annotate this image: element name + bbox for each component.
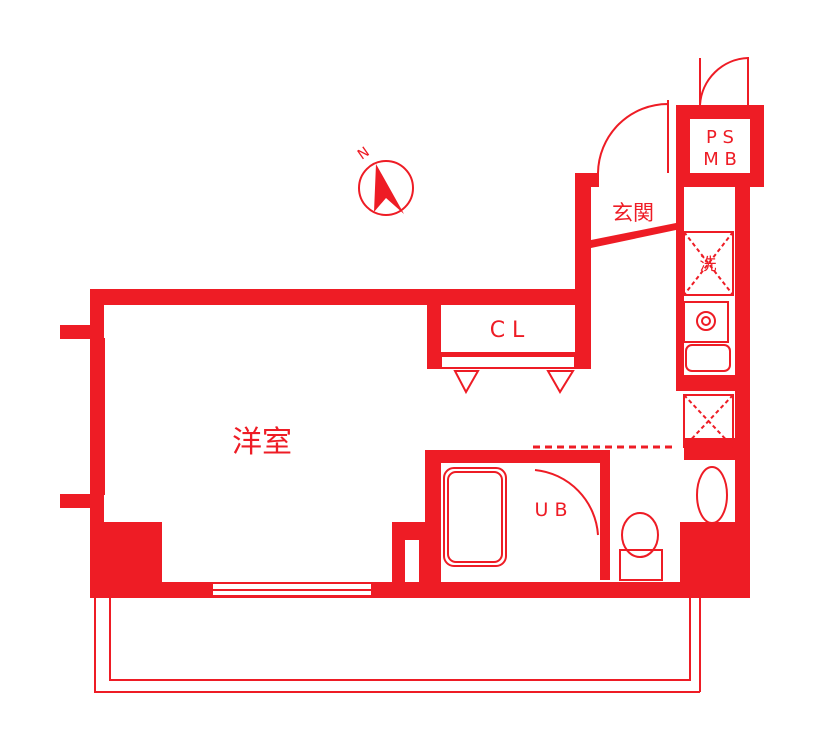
ps-label: P S — [706, 127, 734, 148]
toilet-icon — [619, 549, 663, 581]
stove-icon — [683, 301, 729, 343]
unit-bath-label: U B — [535, 499, 568, 521]
washbasin-icon — [696, 466, 728, 524]
sink-icon — [685, 344, 731, 372]
entrance-label: 玄関 — [612, 201, 654, 225]
mb-label: M B — [703, 149, 737, 170]
compass-icon — [358, 160, 414, 216]
bathtub-icon — [443, 467, 507, 567]
washer-label: 洗 — [700, 255, 717, 275]
compass-north-label: N — [355, 144, 373, 163]
western-room-label: 洋室 — [232, 425, 292, 460]
closet-label: C L — [490, 318, 525, 343]
door-swing-icon — [597, 102, 669, 174]
fixtures — [91, 56, 749, 693]
